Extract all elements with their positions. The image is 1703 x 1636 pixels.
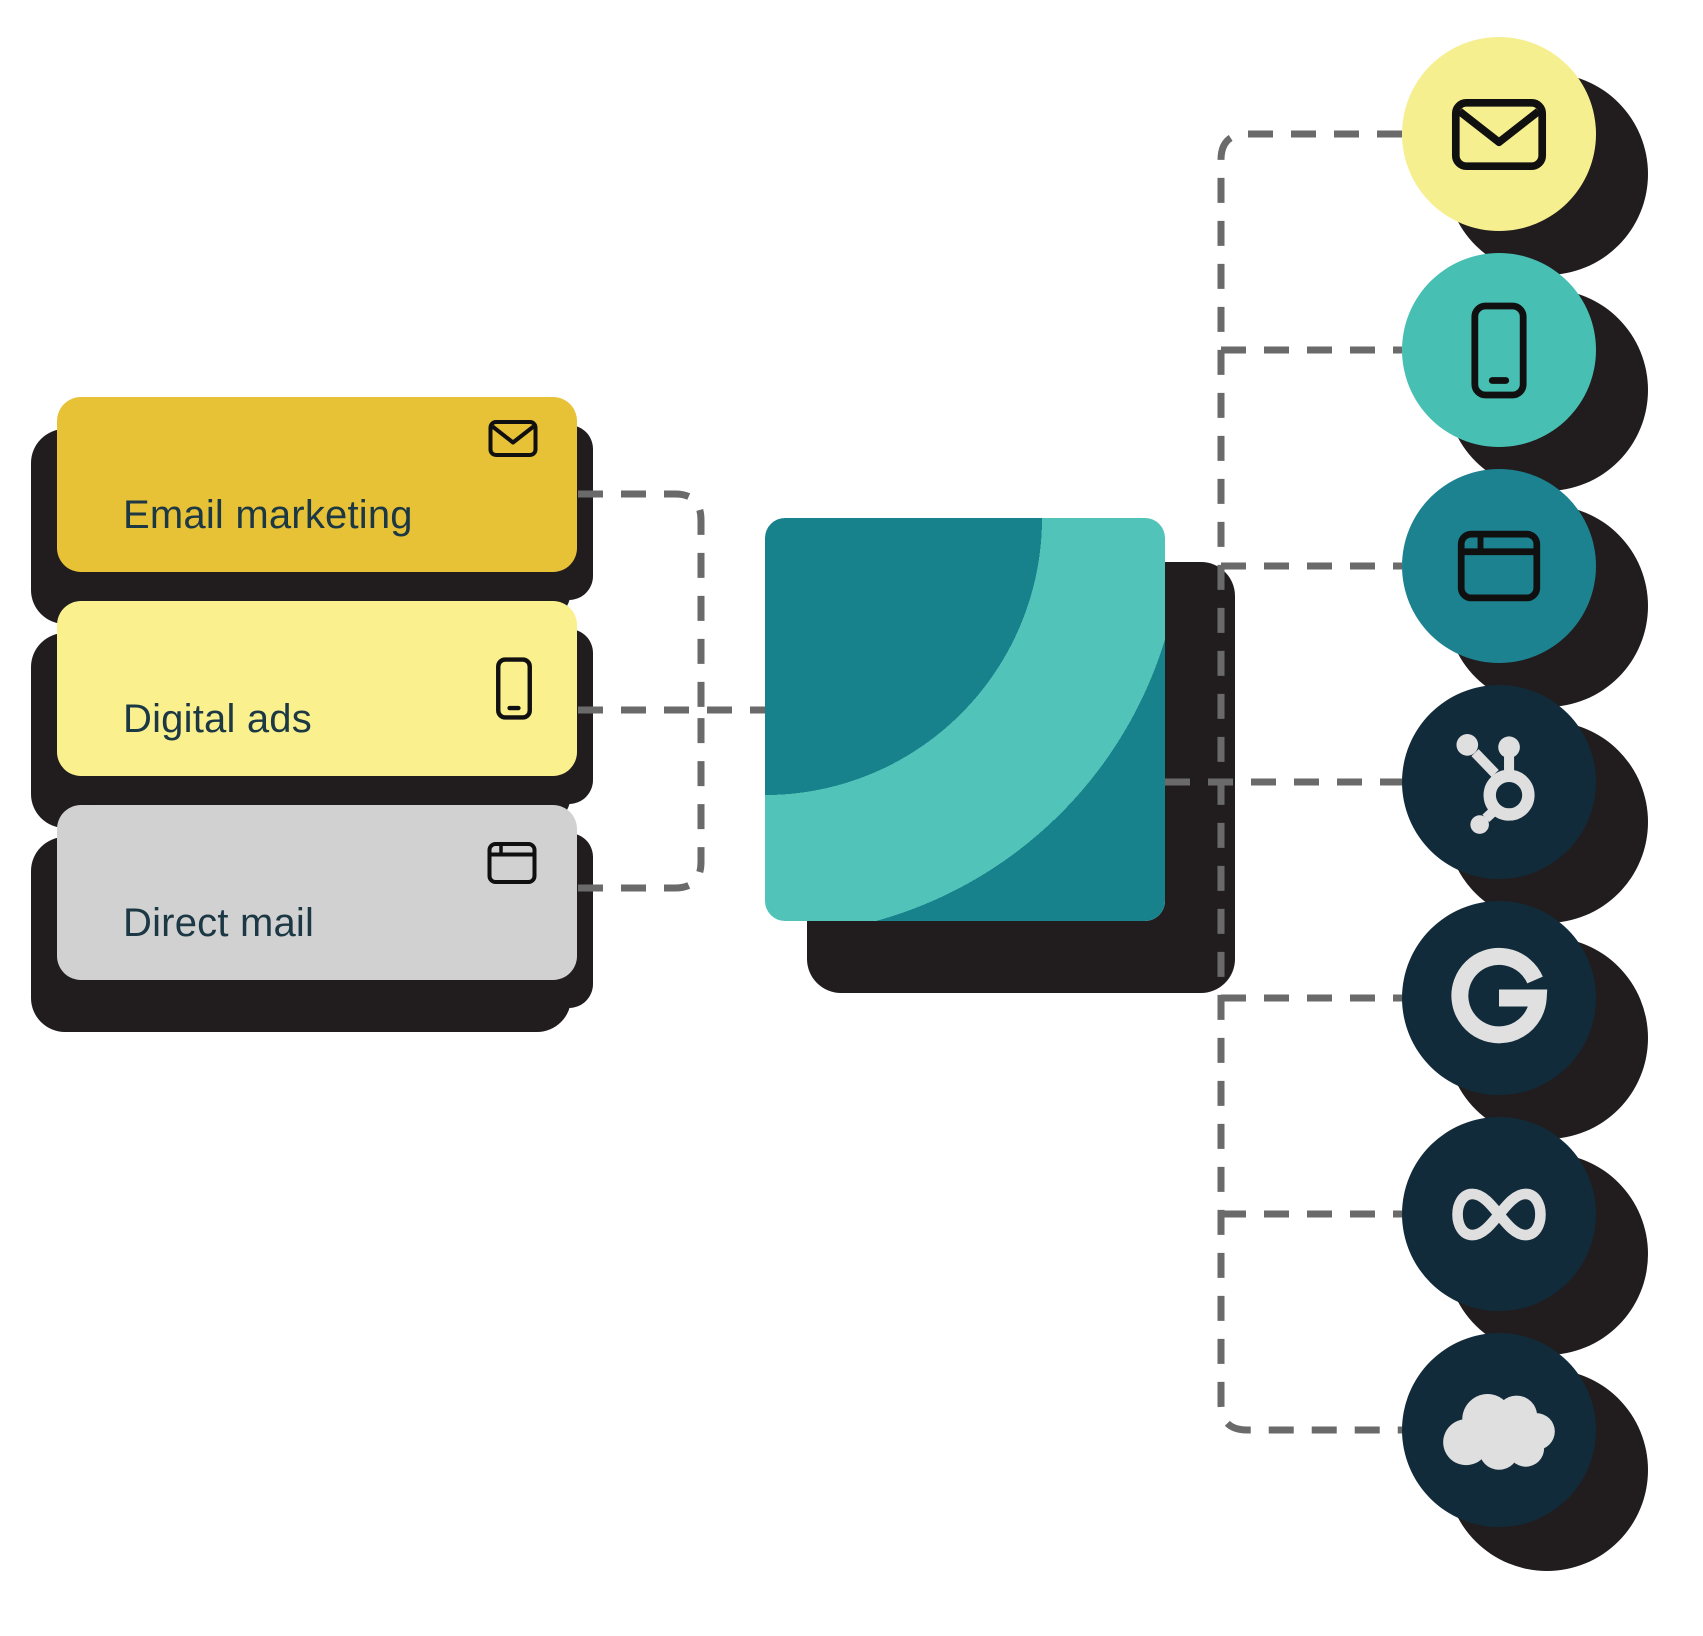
browser-window-icon xyxy=(1457,530,1541,602)
hubspot-logo-icon xyxy=(1456,734,1535,834)
destination-mobile xyxy=(1402,253,1596,447)
channel-label: Email marketing xyxy=(123,493,413,537)
hub-square xyxy=(765,518,1165,921)
channel-card-email-marketing: Email marketing xyxy=(57,397,577,572)
meta-logo-icon xyxy=(1452,1188,1546,1240)
google-g-icon xyxy=(1451,947,1548,1044)
destination-meta xyxy=(1402,1117,1596,1311)
destination-hubspot xyxy=(1402,685,1596,879)
destination-web xyxy=(1402,469,1596,663)
browser-window-icon xyxy=(487,842,537,884)
channel-label: Digital ads xyxy=(123,697,312,741)
envelope-icon xyxy=(488,420,538,457)
channel-card-digital-ads: Digital ads xyxy=(57,601,577,776)
destination-google xyxy=(1402,901,1596,1095)
destination-email xyxy=(1402,37,1596,231)
smartphone-icon xyxy=(496,657,532,720)
channel-card-direct-mail: Direct mail xyxy=(57,805,577,980)
envelope-icon xyxy=(1451,98,1547,170)
salesforce-cloud-icon xyxy=(1443,1394,1555,1470)
channel-label: Direct mail xyxy=(123,901,315,945)
connector-email-marketing xyxy=(578,490,705,710)
connector-direct-mail xyxy=(578,710,705,892)
smartphone-icon xyxy=(1471,302,1527,398)
destination-salesforce xyxy=(1402,1333,1596,1527)
